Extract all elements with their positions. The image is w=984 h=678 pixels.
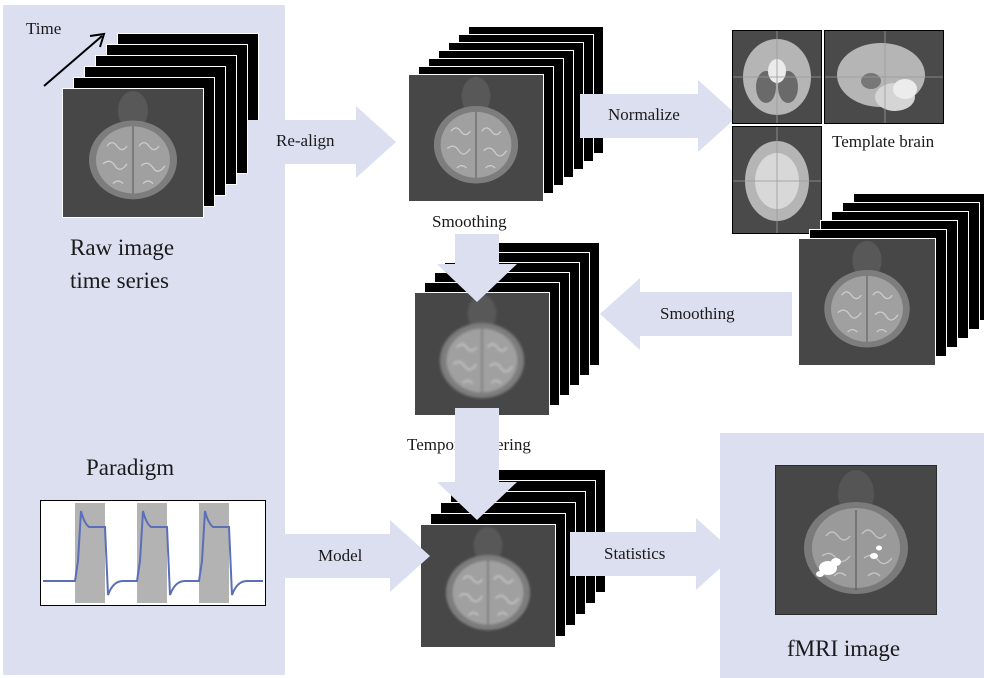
- smoothing-top-label: Smoothing: [432, 213, 507, 230]
- model-label: Model: [318, 547, 362, 564]
- paradigm-plot: [40, 500, 266, 606]
- template-brain-coronal: [732, 30, 822, 124]
- raw-image-title-line1: Raw image: [70, 236, 174, 259]
- smoothed-front-slice: [414, 292, 550, 416]
- normalize-label: Normalize: [608, 106, 680, 123]
- template-brain-axial: [732, 126, 822, 234]
- statistics-label: Statistics: [604, 545, 665, 562]
- template-brain-sagittal: [824, 30, 944, 124]
- fmri-activation-image: [775, 465, 937, 615]
- realigned-front-slice: [408, 74, 544, 202]
- smoothing-down-arrow: [437, 234, 517, 302]
- filtered-front-slice: [420, 524, 556, 648]
- realign-label: Re-align: [276, 132, 335, 149]
- normalized-front-slice: [798, 238, 936, 366]
- paradigm-title: Paradigm: [86, 456, 174, 479]
- template-brain-label: Template brain: [832, 133, 934, 150]
- raw-front-slice: [62, 88, 204, 218]
- temporal-filtering-arrow: [437, 408, 517, 520]
- smoothing-right-label: Smoothing: [660, 305, 735, 322]
- raw-image-title-line2: time series: [70, 269, 169, 292]
- fmri-image-label: fMRI image: [787, 637, 900, 660]
